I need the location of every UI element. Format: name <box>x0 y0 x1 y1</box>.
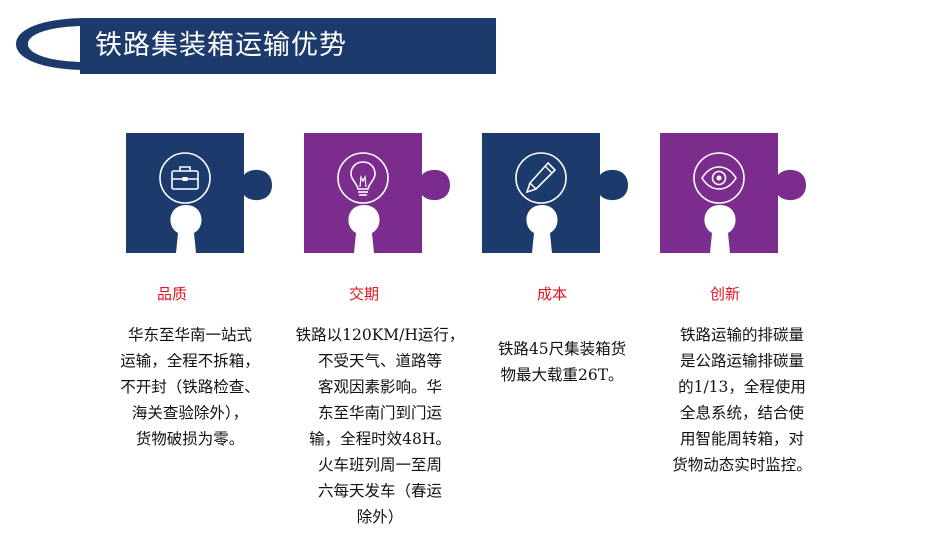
item-label-cost: 成本 <box>536 285 567 303</box>
header-swoosh-decoration <box>16 18 88 70</box>
description-line: 铁路运输的排碳量 <box>679 326 804 344</box>
item-description-innovation: 铁路运输的排碳量 是公路运输排碳量 的1/13，全程使用 全息系统，结合使 用智… <box>660 322 824 478</box>
description-line: 物最大载重26T。 <box>500 366 624 384</box>
puzzle-piece-innovation <box>660 133 808 253</box>
item-label-delivery: 交期 <box>348 285 379 303</box>
description-line: 货物破损为零。 <box>135 430 245 448</box>
description-line: 客观因素影响。华 <box>317 378 442 396</box>
description-line: 除外） <box>356 508 404 526</box>
description-line: 火车班列周一至周 <box>317 456 442 474</box>
item-label-innovation: 创新 <box>709 285 740 303</box>
description-line: 用智能周转箱，对 <box>679 430 804 448</box>
description-line: 的1/13，全程使用 <box>678 378 806 396</box>
header-bar <box>80 18 496 74</box>
description-line: 输，全程时效48H。 <box>309 430 451 448</box>
page-title: 铁路集装箱运输优势 <box>95 30 347 61</box>
pencil-icon <box>515 152 567 204</box>
description-line: 全息系统，结合使 <box>679 404 804 422</box>
description-line: 不开封（铁路检查、 <box>120 378 260 396</box>
puzzle-piece-delivery <box>304 133 452 253</box>
description-line: 不受天气、道路等 <box>317 352 442 370</box>
puzzle-piece-cost <box>482 133 630 253</box>
description-line: 铁路45尺集装箱货 <box>497 340 627 358</box>
description-line: 东至华南门到门运 <box>317 404 442 422</box>
eye-icon <box>693 152 745 204</box>
puzzle-piece-quality <box>126 133 274 253</box>
lightbulb-icon <box>337 152 389 204</box>
description-line: 运输，全程不拆箱， <box>120 352 260 370</box>
description-line: 海关查验除外）， <box>131 404 249 422</box>
description-line: 六每天发车（春运 <box>317 482 442 500</box>
description-line: 是公路运输排碳量 <box>679 352 804 370</box>
description-line: 货物动态实时监控。 <box>672 456 812 474</box>
item-description-quality: 华东至华南一站式 运输，全程不拆箱， 不开封（铁路检查、 海关查验除外）， 货物… <box>108 322 272 452</box>
description-line: 华东至华南一站式 <box>127 326 252 344</box>
briefcase-icon <box>159 152 211 204</box>
description-line: 铁路以120KM/H运行， <box>295 326 465 344</box>
item-description-delivery: 铁路以120KM/H运行， 不受天气、道路等 客观因素影响。华 东至华南门到门运… <box>292 322 468 530</box>
item-description-cost: 铁路45尺集装箱货 物最大载重26T。 <box>480 336 644 388</box>
item-label-quality: 品质 <box>156 285 187 303</box>
